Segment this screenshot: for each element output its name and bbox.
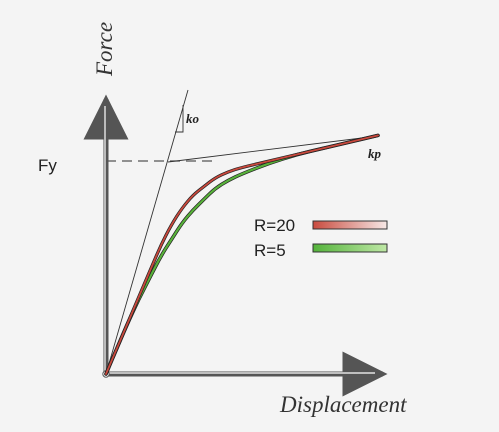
initial-stiffness-line: [105, 89, 189, 375]
post-yield-asymptote: [167, 135, 379, 163]
kp-label: kp: [368, 146, 382, 161]
r20-curve: [105, 134, 379, 375]
legend-label-r20: R=20: [254, 216, 295, 235]
x-axis-title: Displacement: [279, 392, 407, 417]
r20-curve-outline: [104, 133, 380, 376]
ko-label: ko: [186, 111, 200, 126]
r5-curve: [104, 134, 380, 376]
legend-swatch-r20: [312, 220, 388, 230]
kp-label-k: kp: [368, 146, 382, 161]
ko-label-k: ko: [186, 111, 200, 126]
ko-slope-triangle: [175, 105, 184, 133]
y-axis-title: Force: [92, 22, 117, 77]
legend-swatch-r5: [312, 243, 388, 253]
legend-label-r5: R=5: [254, 241, 286, 260]
fy-tick-label: Fy: [38, 156, 57, 175]
r5-curve-outline: [104, 133, 380, 376]
legend: R=20 R=5: [254, 216, 388, 260]
